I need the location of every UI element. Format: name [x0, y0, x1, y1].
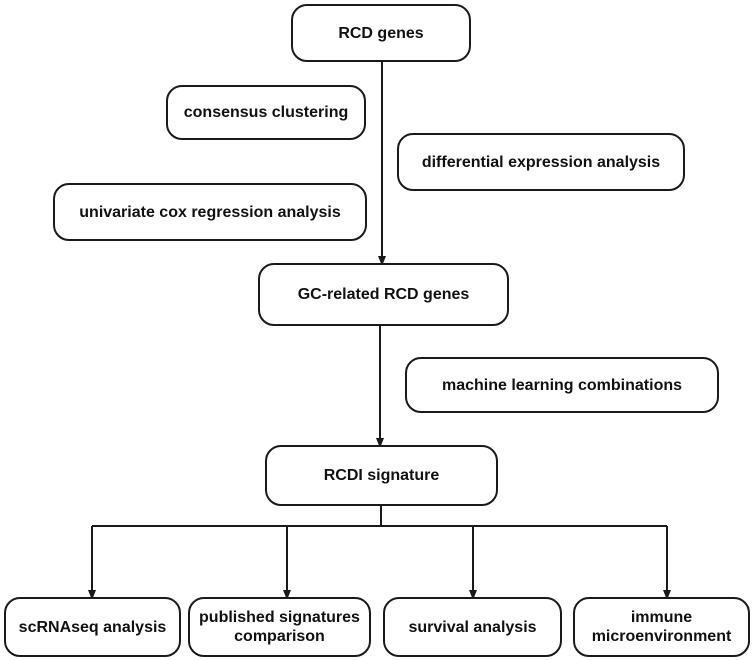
node-differential-expression: differential expression analysis [397, 133, 685, 191]
node-immune-microenvironment: immune microenvironment [573, 597, 750, 657]
node-machine-learning: machine learning combinations [405, 357, 719, 413]
node-univariate-cox: univariate cox regression analysis [53, 183, 367, 241]
node-label: scRNAseq analysis [18, 618, 167, 636]
node-label: consensus clustering [183, 104, 349, 121]
node-label: GC-related RCD genes [297, 286, 470, 303]
node-label: published signatures comparison [199, 609, 360, 645]
node-label: differential expression analysis [421, 153, 661, 171]
node-rcd-genes: RCD genes [291, 4, 471, 62]
node-label: immune microenvironment [591, 609, 732, 645]
node-rcdi-signature: RCDI signature [265, 445, 498, 506]
node-published-signatures: published signatures comparison [188, 597, 371, 657]
node-label: RCD genes [338, 24, 424, 42]
node-label: RCDI signature [323, 467, 440, 484]
node-label: univariate cox regression analysis [79, 203, 341, 221]
node-survival-analysis: survival analysis [383, 597, 562, 657]
node-consensus-clustering: consensus clustering [166, 85, 366, 140]
node-label: machine learning combinations [441, 376, 683, 394]
node-label: survival analysis [408, 618, 537, 636]
node-gc-related-rcd-genes: GC-related RCD genes [258, 263, 509, 326]
node-scrnaseq-analysis: scRNAseq analysis [4, 597, 181, 657]
